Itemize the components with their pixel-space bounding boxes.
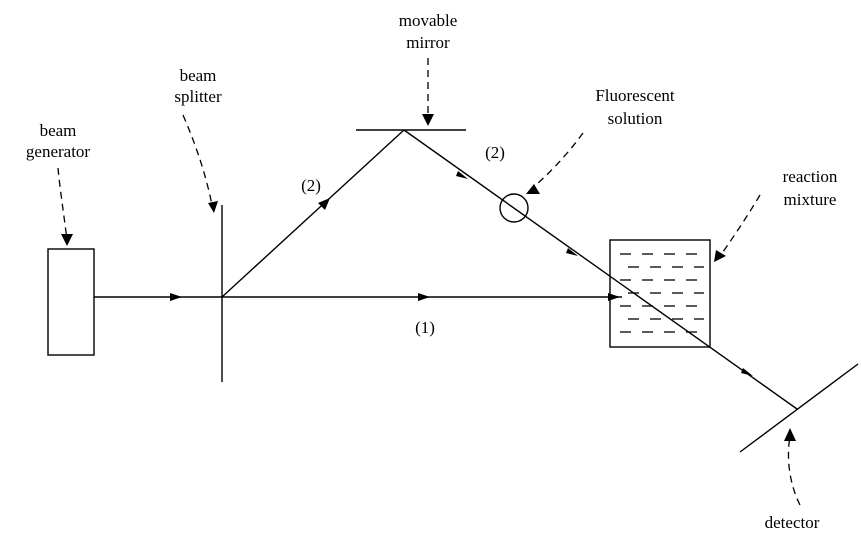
beam-path-1-arrowhead: [418, 293, 430, 301]
incoming-beam-arrowhead: [170, 293, 182, 301]
fluorescent-solution-label-line1: Fluorescent: [595, 86, 675, 105]
movable-mirror-label-line1: movable: [399, 11, 458, 30]
path-2-left-label: (2): [301, 176, 321, 195]
beam-path-2-to-detector: [403, 129, 798, 410]
beam-path-2-arrowhead-b: [566, 248, 578, 256]
fluorescent-solution-pointer: [529, 132, 584, 191]
beam-splitter-label-line2: splitter: [174, 87, 222, 106]
reaction-mixture-label-line2: mixture: [784, 190, 837, 209]
beam-path-2-up-arrowhead: [318, 198, 330, 210]
fluorescent-solution-pointer-arrowhead: [526, 184, 540, 194]
beam-generator-pointer: [57, 167, 68, 241]
detector-plate: [739, 363, 859, 453]
path-1-label: (1): [415, 318, 435, 337]
beam-path-1-entry-arrowhead: [608, 293, 620, 301]
detector-pointer: [787, 435, 801, 506]
movable-mirror-label-line2: mirror: [406, 33, 450, 52]
beam-generator-label-line2: generator: [26, 142, 91, 161]
beam-path-2-arrowhead-c: [741, 368, 753, 376]
reaction-mixture-label-line1: reaction: [783, 167, 838, 186]
beam-generator-label-line1: beam: [40, 121, 77, 140]
beam-splitter-pointer: [182, 114, 213, 206]
beam-splitter-pointer-arrowhead: [208, 201, 218, 213]
beam-generator-box: [47, 248, 95, 356]
fluorescent-solution-circle: [499, 193, 529, 223]
movable-mirror-pointer-arrowhead: [422, 114, 434, 126]
beam-path-2-to-mirror: [221, 129, 405, 298]
beam-splitter-label-line1: beam: [180, 66, 217, 85]
detector-label: detector: [765, 513, 820, 532]
detector-pointer-arrowhead: [784, 428, 796, 441]
reaction-mixture-liquid-dashes: [620, 253, 704, 333]
beam-path-2-arrowhead-a: [456, 171, 468, 179]
reaction-mixture-container: [609, 239, 711, 348]
path-2-right-label: (2): [485, 143, 505, 162]
beam-generator-pointer-arrowhead: [61, 234, 73, 246]
reaction-mixture-pointer: [719, 194, 761, 257]
fluorescent-solution-label-line2: solution: [608, 109, 663, 128]
reaction-mixture-pointer-arrowhead: [714, 250, 726, 262]
